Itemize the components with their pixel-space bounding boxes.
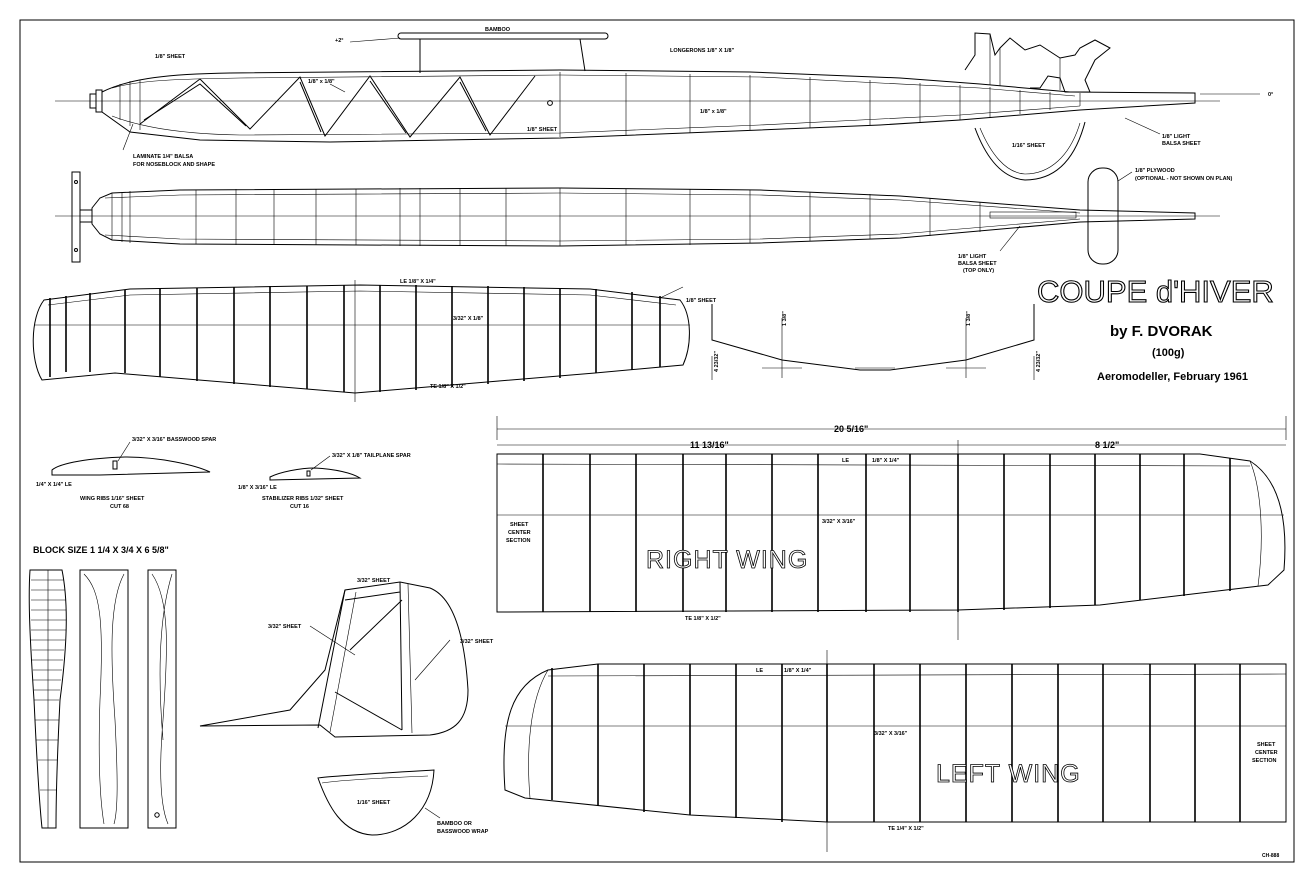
left-wing-center-label: SHEET [1257,742,1276,748]
right-wing-le-size: 1/8" X 1/4" [872,458,900,464]
zero-angle-label: 0° [1268,92,1273,98]
dihedral-right-outer: 4 23/32" [1036,351,1042,372]
plan-code: CH-888 [1262,853,1279,859]
stab-spar-label: 3/32" X 1/8" [453,316,484,322]
fin-view: 3/32" SHEET 3/32" SHEET 3/32" SHEET 1/16… [199,578,494,836]
publication-source: Aeromodeller, February 1961 [1097,371,1248,383]
wing-le-label: 1/4" X 1/4" LE [36,482,72,488]
stab-rib-count: CUT 16 [290,504,309,510]
block-size-label: BLOCK SIZE 1 1/4 X 3/4 X 6 5/8" [33,545,169,555]
longerons-label: LONGERONS 1/8" X 1/8" [670,48,735,54]
propeller-block: BLOCK SIZE 1 1/4 X 3/4 X 6 5/8" [28,545,177,829]
stab-le-label: LE 1/8" X 1/4" [400,279,436,285]
dihedral-right-inner: 1 3/8" [966,311,972,326]
left-wing-le-label: LE [756,668,763,674]
skid-sheet-label: 1/16" SHEET [357,800,391,806]
skid-wrap-label-2: BASSWOOD WRAP [437,829,489,835]
spacers-label: 1/8" x 1/8" [700,109,727,115]
top-sheet-label: 1/8" LIGHT [958,254,987,260]
left-wing-center-label-3: SECTION [1252,758,1276,764]
light-sheet-label: 1/8" LIGHT [1162,134,1191,140]
right-wing-le-label: LE [842,458,849,464]
skid-wrap-label: BAMBOO OR [437,821,472,827]
top-sheet-label-3: (TOP ONLY) [963,268,994,274]
dihedral-diagram: 4 23/32" 1 3/8" 1 3/8" 4 23/32" [711,304,1042,380]
stab-rib-label: STABILIZER RIBS 1/32" SHEET [262,496,344,502]
laminate-label: LAMINATE 1/4" BALSA [133,154,193,160]
sheet-border [19,19,1295,863]
fuselage-side-view: +2° BAMBOO LONGERONS 1/8" X 1/8" 1/8" SH… [55,27,1273,181]
right-wing-title: RIGHT WING [646,546,808,574]
right-wing-span-inner: 11 13/16" [690,440,729,450]
fuselage-top-view: 1/8" PLYWOOD (OPTIONAL - NOT SHOWN ON PL… [55,167,1233,274]
bamboo-label: BAMBOO [485,27,511,33]
left-wing-spar-label: 3/32" X 3/16" [874,731,908,737]
right-wing-span-total: 20 5/16" [834,424,868,434]
left-wing-title: LEFT WING [936,760,1081,788]
stabilizer-plan: LE 1/8" X 1/4" 1/8" SHEET 3/32" X 1/8" T… [32,279,717,402]
right-wing: 20 5/16" 11 13/16" 8 1/2" LE 1/8" X 1/4"… [496,416,1287,640]
fin-right-sheet-label: 3/32" SHEET [460,639,494,645]
designer-byline: by F. DVORAK [1110,323,1213,340]
wing-rib-label: WING RIBS 1/16" SHEET [80,496,145,502]
fin-sheet-label: 1/16" SHEET [1012,143,1046,149]
left-wing-te-label: TE 1/4" X 1/2" [888,826,924,832]
right-wing-span-outer: 8 1/2" [1095,440,1119,450]
light-sheet-label-2: BALSA SHEET [1162,141,1201,147]
nose-sheet-label: 1/8" SHEET [155,54,186,60]
right-wing-center-label-2: CENTER [508,530,531,536]
top-sheet-label-2: BALSA SHEET [958,261,997,267]
rib-sections: 3/32" X 3/16" BASSWOOD SPAR 1/4" X 1/4" … [36,437,411,510]
model-weight: (100g) [1152,347,1185,359]
plan-title: COUPE d'HIVER [1037,274,1274,309]
right-wing-center-label-3: SECTION [506,538,530,544]
left-wing-center-label-2: CENTER [1255,750,1278,756]
right-wing-te-label: TE 1/8" X 1/2" [685,616,721,622]
angle-label: +2° [335,38,343,44]
fin-top-sheet-label: 3/32" SHEET [357,578,391,584]
stab-spar-section-label: 3/32" X 1/8" TAILPLANE SPAR [332,453,411,459]
fin-left-sheet-label: 3/32" SHEET [268,624,302,630]
wing-rib-count: CUT 68 [110,504,129,510]
right-wing-spar-label: 3/32" X 3/16" [822,519,856,525]
dihedral-left-outer: 4 23/32" [714,351,720,372]
diagonals-label: 1/8" x 1/8" [308,79,335,85]
left-wing: LE 1/8" X 1/4" 3/32" X 3/16" TE 1/4" X 1… [503,650,1287,852]
stab-te-label: TE 1/8" X 1/2" [430,384,466,390]
plywood-label: 1/8" PLYWOOD [1135,168,1175,174]
title-block: COUPE d'HIVER by F. DVORAK (100g) Aeromo… [1036,273,1274,383]
wing-spar-label: 3/32" X 3/16" BASSWOOD SPAR [132,437,216,443]
plywood-label-2: (OPTIONAL - NOT SHOWN ON PLAN) [1135,176,1233,182]
right-wing-center-label: SHEET [510,522,529,528]
rear-sheet-label: 1/8" SHEET [527,127,558,133]
dihedral-left-inner: 1 3/8" [782,311,788,326]
left-wing-le-size: 1/8" X 1/4" [784,668,812,674]
laminate-label-2: FOR NOSEBLOCK AND SHAPE [133,162,215,168]
stab-tip-label: 1/8" SHEET [686,298,717,304]
stab-le-section-label: 1/8" X 3/16" LE [238,485,277,491]
